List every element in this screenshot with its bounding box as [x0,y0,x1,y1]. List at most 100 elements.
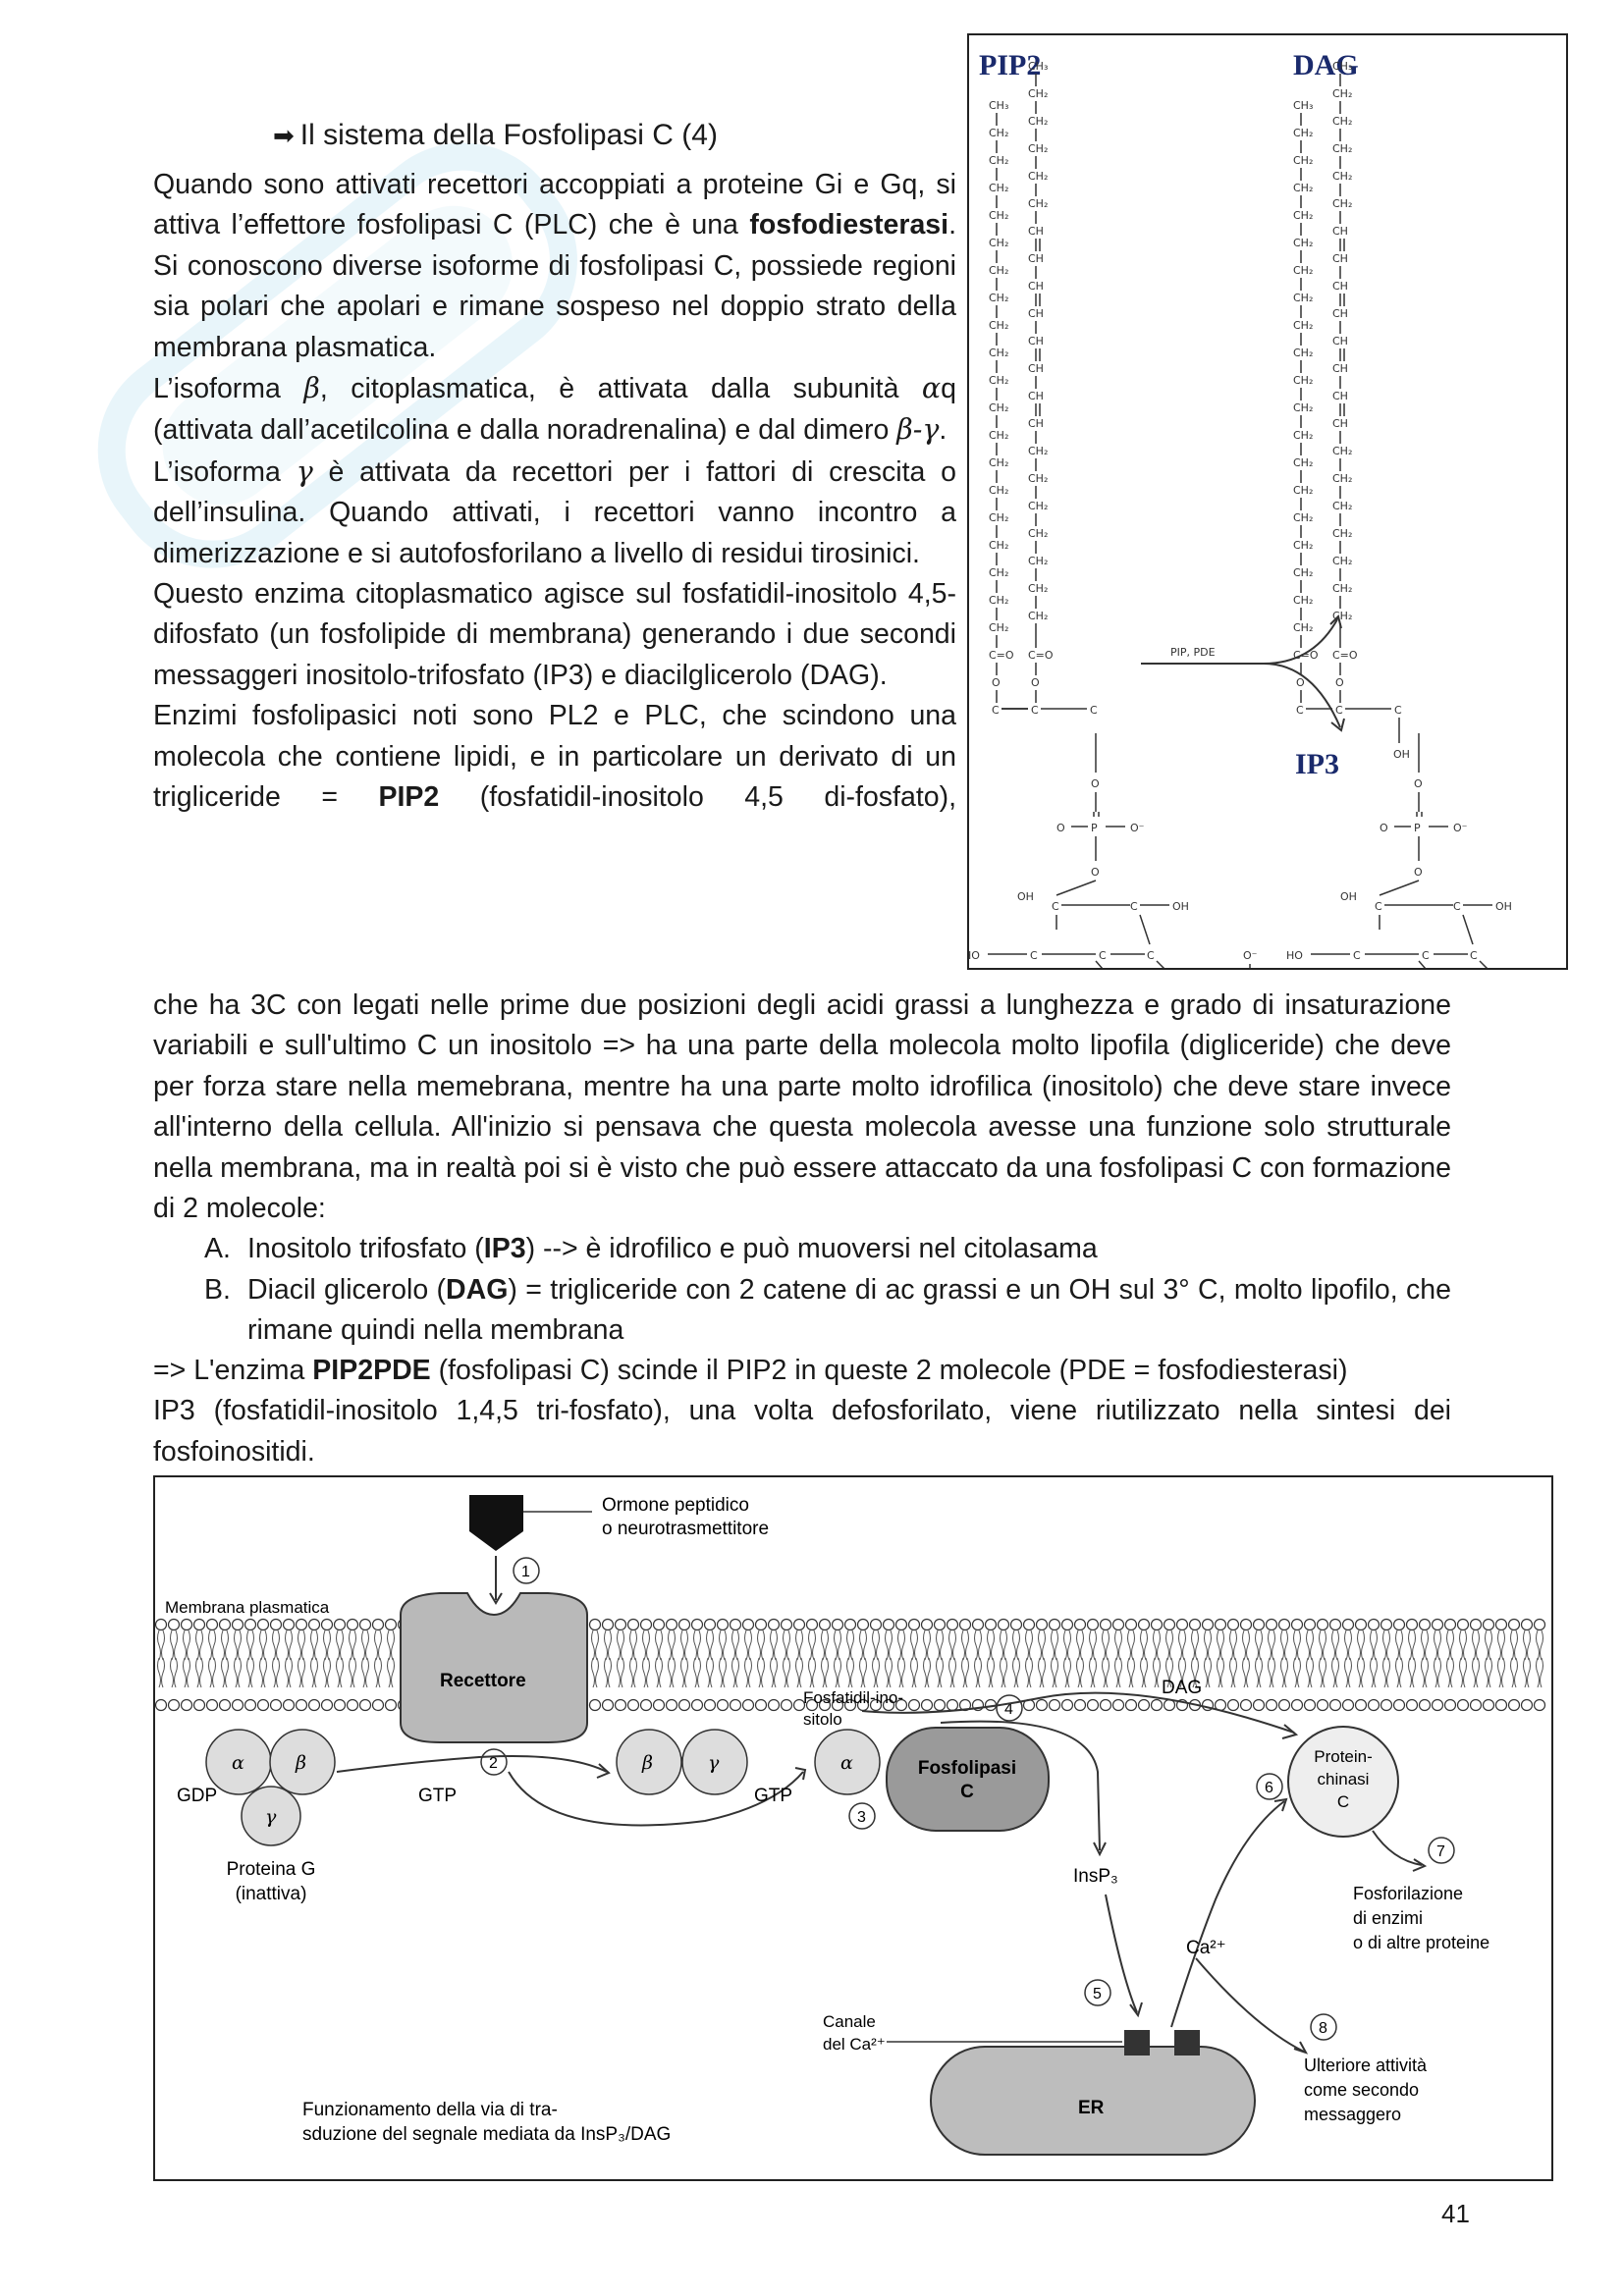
lipid-tail [693,1629,701,1661]
ring-carbon: C [1422,949,1430,962]
membrane-label: Membrana plasmatica [165,1598,330,1617]
lipid-tail [961,1657,969,1688]
lipid-head [1533,1618,1546,1631]
lipid-head [920,1698,934,1712]
lipid-tail [1089,1657,1097,1688]
lipid-tail [604,1629,612,1661]
lipid-head [371,1698,385,1712]
chain-label: CH₂ [1332,445,1352,457]
ring-carbon: C [1453,900,1461,913]
glycerol-inositol: CCCCCCOHOOPO⁻OOHCCOHHOCCCCCOPO⁻O⁻OOPO⁻OO… [963,704,1617,1114]
lipid-tail [1434,1629,1441,1661]
lipid-head [282,1698,296,1712]
backbone-carbon: C [992,704,1000,717]
lipid-head [384,1698,398,1712]
lipid-tail [846,1657,854,1688]
lipid-tail [744,1657,752,1688]
lipid-head [1086,1698,1100,1712]
lipid-tail [910,1629,918,1661]
lipid-tail [872,1629,880,1661]
lipid-head [1328,1618,1342,1631]
chain-label: CH₂ [1332,170,1352,183]
gtp-label-2: GTP [754,1786,792,1806]
lipid-head [997,1618,1010,1631]
lipid-tail [298,1629,305,1661]
lipid-head [805,1698,819,1712]
chain-label: CH₂ [1293,484,1313,497]
ring-carbon: C [1052,900,1059,913]
lipid-tail [298,1657,305,1688]
lipid-head [1252,1618,1266,1631]
lipid-head [1392,1698,1406,1712]
ch3-label: CH₃ [1028,60,1048,73]
lipid-tail [1421,1629,1429,1661]
lipid-tail [1000,1657,1007,1688]
lipid-head [1520,1618,1534,1631]
chain-label: CH₂ [1332,610,1352,622]
lipid-tail [1153,1629,1161,1661]
pkc-label-3: C [1337,1792,1349,1811]
lipid-head [665,1698,678,1712]
step-number-5: 5 [1093,1986,1102,2002]
lipid-head [1022,1618,1036,1631]
lipid-tail [1357,1629,1365,1661]
lipid-tail [310,1629,318,1661]
gprotein-label-2: (inattiva) [236,1884,307,1904]
lipid-head [1265,1618,1278,1631]
lipid-head [920,1618,934,1631]
reaction-label: PIP, PDE [1170,646,1216,659]
step-circle-5 [1084,1979,1111,2006]
lipid-tail [1255,1629,1263,1661]
lipid-head [933,1618,947,1631]
chain-label: CH₂ [1028,445,1048,457]
o-minus-label: O⁻ [1130,822,1145,834]
lipid-head [946,1698,959,1712]
lipid-tail [680,1657,688,1688]
lipid-tail [1076,1629,1084,1661]
lipid-tail [1191,1629,1199,1661]
lipid-head [1520,1698,1534,1712]
svg-text:β: β [641,1752,653,1774]
g-gamma-active [681,1729,748,1795]
lipid-tail [1089,1629,1097,1661]
lipid-tail [1370,1629,1378,1661]
chain-label: CH₂ [1293,511,1313,524]
further-label-3: messaggero [1304,2105,1401,2124]
lipid-tail [183,1629,190,1661]
lipid-head [1482,1618,1495,1631]
lipid-head [971,1618,985,1631]
pip-label-2: sitolo [803,1710,842,1729]
lipid-head [1380,1698,1393,1712]
lipid-head [295,1618,308,1631]
lipid-head [1290,1618,1304,1631]
lipid-head [1060,1698,1074,1712]
chain-label: CH₂ [989,154,1008,167]
p-label: P [1091,822,1098,834]
lipid-tail [1459,1629,1467,1661]
lipid-tail [234,1657,242,1688]
lipid-tail [170,1629,178,1661]
oxygen-label: O [1031,676,1040,689]
lipid-head [180,1698,193,1712]
lipid-head [1124,1698,1138,1712]
lipid-tail [897,1657,905,1688]
list-item-a: A.Inositolo trifosfato (IP3) --> è idrof… [204,1233,1098,1264]
chain-label: CH₂ [1332,87,1352,100]
lipid-tail [361,1629,369,1661]
chain-label: CH [1332,307,1348,320]
lipid-tail [974,1657,982,1688]
lipid-tail [157,1629,165,1661]
lipid-tail [1051,1629,1058,1661]
lipid-head [167,1618,181,1631]
lipid-head [1392,1618,1406,1631]
dag-pathway-label: DAG [1162,1678,1202,1698]
er-shape [930,2046,1256,2156]
lipid-tail [1395,1657,1403,1688]
chain-label: CH₂ [1028,170,1048,183]
paragraph-3: L’isoforma γ è attivata da recettori per… [153,454,956,569]
chain-label: CH [1028,280,1044,293]
lipid-head [780,1698,793,1712]
lipid-head [1418,1618,1432,1631]
chain-label: CH₂ [1293,292,1313,304]
step-number-8: 8 [1319,2020,1327,2037]
